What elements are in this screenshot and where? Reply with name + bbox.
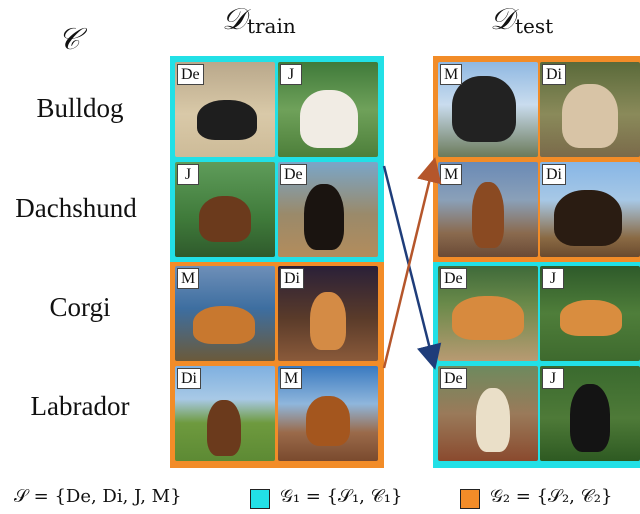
- classes-symbol: 𝒞: [58, 22, 80, 57]
- train-image-bulldog-1: De: [175, 62, 275, 157]
- legend-group1-swatch: [250, 489, 270, 509]
- train-image-corgi-2: Di: [278, 266, 378, 361]
- row-label-corgi: Corgi: [49, 292, 111, 322]
- row-label-dachshund: Dachshund: [15, 193, 137, 223]
- style-tag: De: [280, 164, 307, 185]
- style-tag: Di: [542, 164, 566, 185]
- style-tag: J: [542, 268, 564, 289]
- style-tag: De: [177, 64, 204, 85]
- row-label-labrador: Labrador: [30, 391, 130, 421]
- style-tag: J: [280, 64, 302, 85]
- style-tag: J: [542, 368, 564, 389]
- legend-group2-swatch: [460, 489, 480, 509]
- legend-style-set: 𝒮 = {De, Di, J, M}: [14, 486, 182, 507]
- style-tag: M: [177, 268, 200, 289]
- arrow-group2-to-test: [382, 157, 442, 369]
- test-image-bulldog-2: Di: [540, 62, 640, 157]
- legend-group2-label: 𝒢₂ = {𝒮₂, 𝒞₂}: [490, 486, 613, 507]
- train-image-dachshund-1: J: [175, 162, 275, 257]
- test-set-title: 𝒟test: [490, 2, 554, 38]
- train-image-labrador-2: M: [278, 366, 378, 461]
- test-image-labrador-2: J: [540, 366, 640, 461]
- train-set-title: 𝒟train: [222, 2, 296, 38]
- train-image-labrador-1: Di: [175, 366, 275, 461]
- style-tag: J: [177, 164, 199, 185]
- test-image-dachshund-1: M: [438, 162, 538, 257]
- legend-group1-label: 𝒢₁ = {𝒮₁, 𝒞₁}: [280, 486, 403, 507]
- test-image-corgi-1: De: [438, 266, 538, 361]
- test-image-dachshund-2: Di: [540, 162, 640, 257]
- style-tag: Di: [280, 268, 304, 289]
- style-tag: Di: [542, 64, 566, 85]
- train-image-dachshund-2: De: [278, 162, 378, 257]
- style-tag: M: [280, 368, 303, 389]
- train-image-bulldog-2: J: [278, 62, 378, 157]
- style-tag: M: [440, 64, 463, 85]
- test-image-labrador-1: De: [438, 366, 538, 461]
- style-tag: De: [440, 268, 467, 289]
- test-image-bulldog-1: M: [438, 62, 538, 157]
- style-tag: De: [440, 368, 467, 389]
- test-image-corgi-2: J: [540, 266, 640, 361]
- row-label-bulldog: Bulldog: [36, 93, 124, 123]
- train-image-corgi-1: M: [175, 266, 275, 361]
- style-tag: Di: [177, 368, 201, 389]
